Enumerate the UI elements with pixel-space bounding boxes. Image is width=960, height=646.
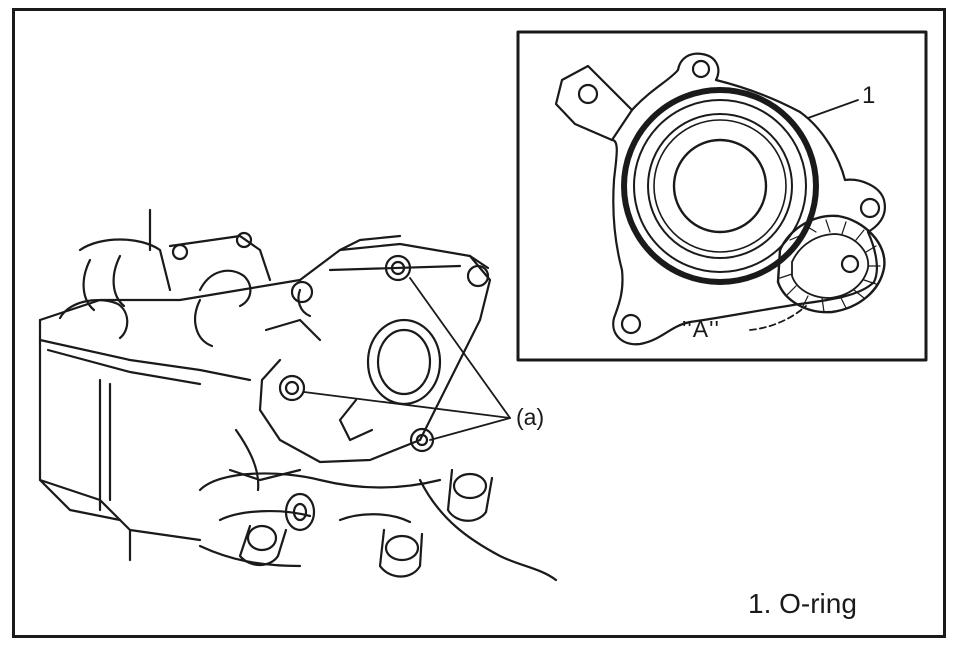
area-a-leader xyxy=(749,305,807,331)
water-pump-case xyxy=(228,234,492,492)
inset-o-ring xyxy=(621,87,819,285)
callout-a-label: (a) xyxy=(516,404,545,430)
inset-housing xyxy=(554,52,886,346)
callout-area-a-label: ''A'' xyxy=(682,316,720,342)
callout-1-label: 1 xyxy=(862,82,876,109)
inset-area-a xyxy=(776,214,886,314)
callout-1-leader xyxy=(807,99,859,119)
legend-o-ring: 1. O-ring xyxy=(748,588,857,619)
callout-a-leaders xyxy=(303,277,511,441)
figure-frame xyxy=(12,8,946,638)
inset-frame xyxy=(516,30,928,362)
engine-block xyxy=(38,208,302,562)
pipes-lower xyxy=(198,468,558,582)
